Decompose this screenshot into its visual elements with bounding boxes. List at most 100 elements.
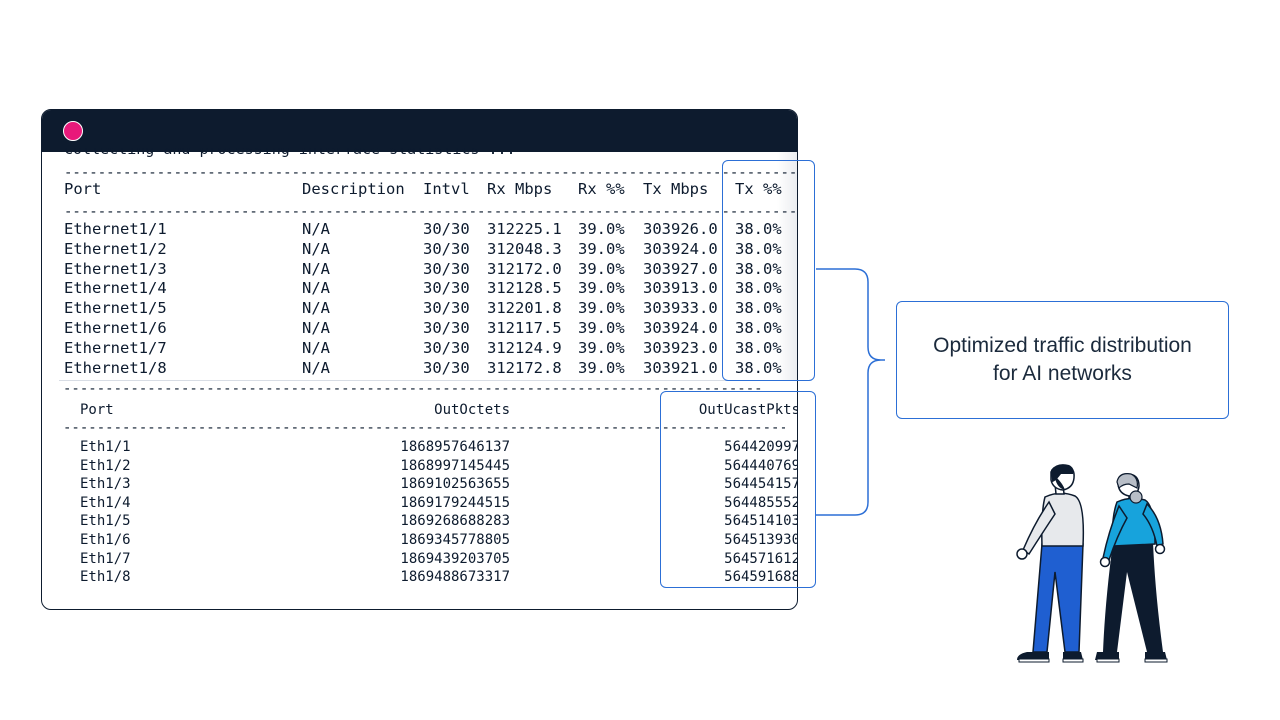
stats-row-5-rx-pct: 39.0% (578, 299, 625, 318)
stats-row-4-tx-mbps: 303913.0 (643, 279, 718, 298)
counters-panel: ----------------------------------------… (59, 380, 798, 587)
counters-row-5-port: Eth1/5 (80, 513, 131, 530)
stats-row-1-tx-pct: 38.0% (735, 220, 782, 238)
stats-row-6-rx-pct: 39.0% (578, 319, 625, 337)
counters-row-8-port: Eth1/8 (80, 569, 131, 586)
counters-row-3-port: Eth1/3 (80, 476, 131, 493)
stats-row-8-port: Ethernet1/8 (64, 358, 167, 377)
callout-line-1: Optimized traffic distribution (933, 334, 1192, 357)
counters-row-6-outoctets: 1869345778805 (400, 532, 510, 548)
stats-row-3-description: N/A (302, 259, 330, 278)
counters-row-2-outoctets: 1868997145445 (400, 457, 510, 474)
close-dot-icon[interactable] (63, 121, 83, 141)
collecting-text: Collecting and processing interface stat… (64, 140, 516, 158)
counters-row-4-outoctets: 1869179244515 (400, 494, 510, 511)
stats-hdr-tx-mbps: Tx Mbps (643, 180, 709, 198)
counters-hdr-port: Port (80, 402, 114, 418)
dash-separator-header: ----------------------------------------… (64, 206, 798, 218)
stats-row-6-intvl: 30/30 (423, 319, 470, 337)
man-figure-icon (1016, 464, 1085, 663)
dash-separator-counters-header: ----------------------------------------… (63, 422, 785, 434)
stats-hdr-tx-pct: Tx %% (735, 180, 782, 198)
stats-row-4-description: N/A (302, 279, 330, 298)
stats-row-6-tx-pct: 38.0% (735, 319, 782, 337)
dash-separator-top: ----------------------------------------… (64, 167, 798, 179)
stats-hdr-rx-pct: Rx %% (578, 180, 625, 198)
outucastpkts-highlight (660, 391, 816, 588)
counters-row-2-port: Eth1/2 (80, 457, 131, 474)
callout-box: Optimized traffic distribution for AI ne… (896, 301, 1229, 419)
counters-row-5-outoctets: 1869268688283 (400, 513, 510, 530)
counters-row-7-port: Eth1/7 (80, 550, 131, 567)
brace-connector (816, 268, 885, 516)
stats-row-6-rx-mbps: 312117.5 (487, 319, 562, 337)
counters-row-7-outoctets: 1869439203705 (400, 550, 510, 567)
callout-line-2: for AI networks (993, 362, 1132, 385)
counters-row-1-outucastpkts: 564420997 (724, 439, 798, 455)
stats-row-1-intvl: 30/30 (423, 220, 470, 238)
counters-hdr-outoctets: OutOctets (434, 402, 510, 418)
stats-row-1-description: N/A (302, 220, 330, 238)
stats-row-7-port: Ethernet1/7 (64, 338, 167, 357)
tx-percent-highlight (722, 160, 815, 381)
stats-row-1-rx-mbps: 312225.1 (487, 220, 562, 238)
stats-row-6-description: N/A (302, 319, 330, 337)
stats-row-6-tx-mbps: 303924.0 (643, 319, 718, 337)
counters-row-8-outoctets: 1869488673317 (400, 569, 510, 586)
stats-row-3-rx-pct: 39.0% (578, 259, 625, 278)
counters-row-7-outucastpkts: 564571612 (724, 550, 798, 567)
stats-row-1-rx-pct: 39.0% (578, 220, 625, 238)
stats-row-4-rx-pct: 39.0% (578, 279, 625, 298)
stats-row-5-tx-pct: 38.0% (735, 299, 782, 318)
counters-row-1-port: Eth1/1 (80, 439, 131, 455)
stats-hdr-rx-mbps: Rx Mbps (487, 180, 553, 198)
stats-row-5-description: N/A (302, 299, 330, 318)
dash-separator-counters-top: ----------------------------------------… (63, 383, 763, 395)
stats-row-5-tx-mbps: 303933.0 (643, 299, 718, 318)
stats-row-3-intvl: 30/30 (423, 259, 470, 278)
stats-row-8-rx-mbps: 312172.8 (487, 358, 562, 377)
counters-row-6-port: Eth1/6 (80, 532, 131, 548)
counters-row-8-outucastpkts: 564591688 (724, 569, 798, 586)
stats-hdr-description: Description (302, 180, 405, 198)
counters-row-5-outucastpkts: 564514103 (724, 513, 798, 530)
stats-row-1-port: Ethernet1/1 (64, 220, 167, 238)
stats-row-8-tx-mbps: 303921.0 (643, 358, 718, 377)
stats-row-2-description: N/A (302, 239, 330, 258)
stats-row-8-description: N/A (302, 358, 330, 377)
stats-row-4-tx-pct: 38.0% (735, 279, 782, 298)
counters-row-6-outucastpkts: 564513930 (724, 532, 798, 548)
stats-row-3-tx-pct: 38.0% (735, 259, 782, 278)
stats-hdr-port: Port (64, 180, 102, 198)
stats-row-5-port: Ethernet1/5 (64, 299, 167, 318)
stats-row-5-rx-mbps: 312201.8 (487, 299, 562, 318)
counters-row-4-outucastpkts: 564485552 (724, 494, 798, 511)
stats-row-7-description: N/A (302, 338, 330, 357)
stats-row-8-rx-pct: 39.0% (578, 358, 625, 377)
stats-row-7-tx-pct: 38.0% (735, 338, 782, 357)
stats-row-2-tx-mbps: 303924.0 (643, 239, 718, 258)
counters-row-3-outucastpkts: 564454157 (724, 476, 798, 493)
stats-row-4-port: Ethernet1/4 (64, 279, 167, 298)
stats-row-3-port: Ethernet1/3 (64, 259, 167, 278)
stats-row-7-tx-mbps: 303923.0 (643, 338, 718, 357)
stats-row-7-rx-mbps: 312124.9 (487, 338, 562, 357)
stats-row-4-intvl: 30/30 (423, 279, 470, 298)
right-shadow (777, 152, 797, 380)
counters-hdr-outucastpkts: OutUcastPkts (698, 402, 798, 418)
stats-row-3-tx-mbps: 303927.0 (643, 259, 718, 278)
stats-row-1-tx-mbps: 303926.0 (643, 220, 718, 238)
stats-row-2-intvl: 30/30 (423, 239, 470, 258)
stats-row-8-intvl: 30/30 (423, 358, 470, 377)
counters-row-3-outoctets: 1869102563655 (400, 476, 510, 493)
stats-row-3-rx-mbps: 312172.0 (487, 259, 562, 278)
terminal-window: Collecting and processing interface stat… (41, 109, 798, 610)
stats-row-7-intvl: 30/30 (423, 338, 470, 357)
stats-row-8-tx-pct: 38.0% (735, 358, 782, 377)
stats-row-2-rx-pct: 39.0% (578, 239, 625, 258)
stats-row-4-rx-mbps: 312128.5 (487, 279, 562, 298)
two-people-illustration (1016, 464, 1168, 663)
counters-row-2-outucastpkts: 564440769 (724, 457, 798, 474)
stats-row-6-port: Ethernet1/6 (64, 319, 167, 337)
stats-row-2-port: Ethernet1/2 (64, 239, 167, 258)
